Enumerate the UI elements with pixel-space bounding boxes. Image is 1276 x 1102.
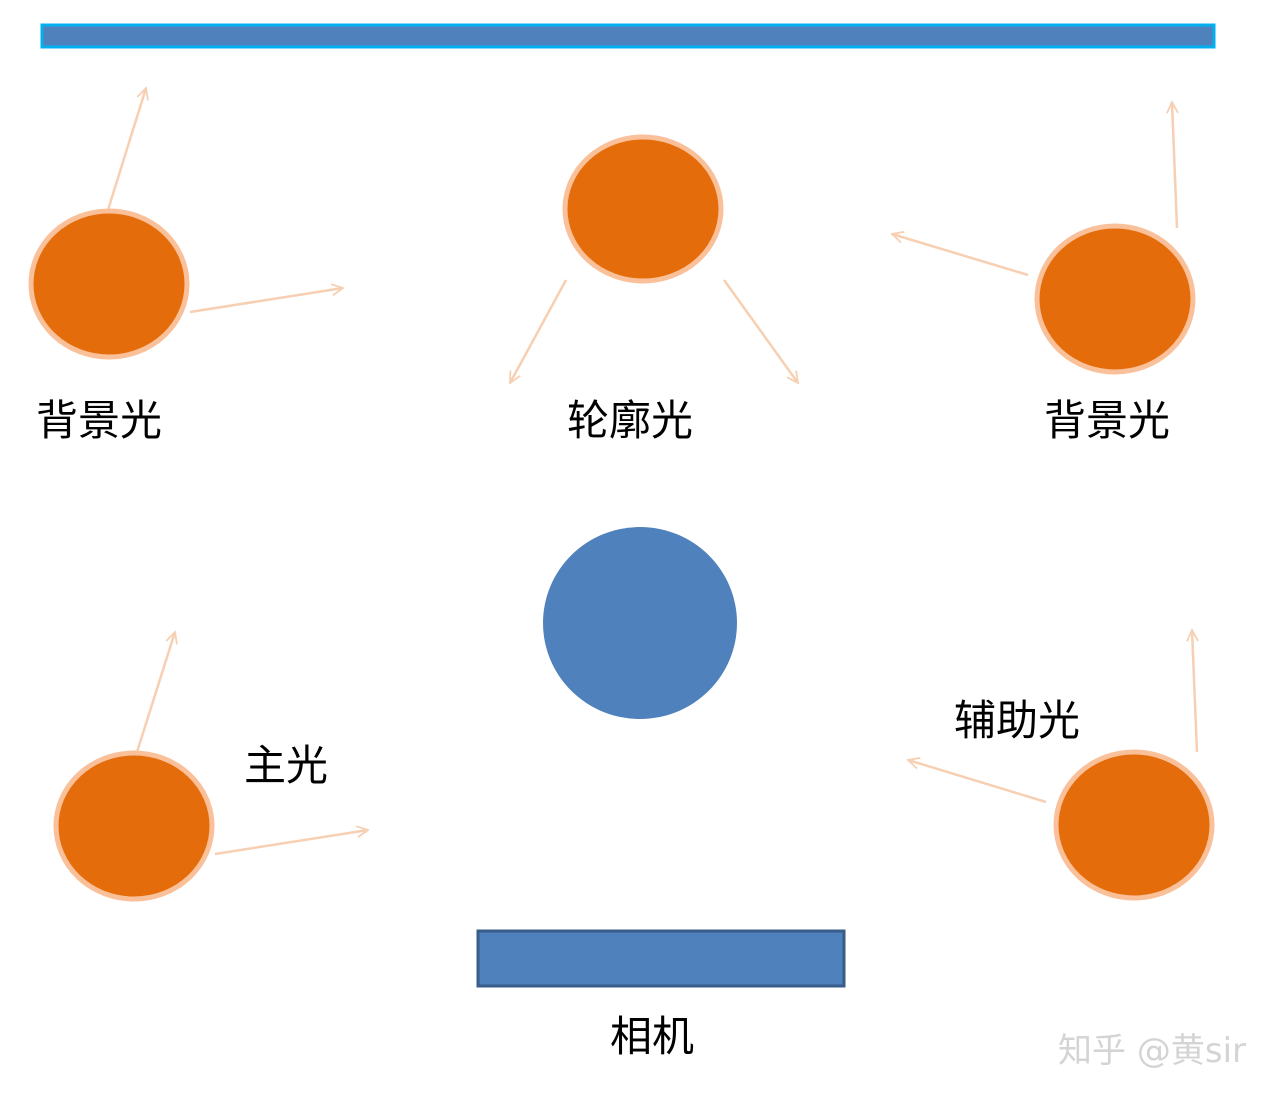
background-light-left [28,208,190,360]
arrow-bg-left-up [106,88,146,211]
key-light-label: 主光 [244,741,329,790]
watermark: 知乎 @黄sir [1058,1031,1246,1071]
arrow-rim-right [722,279,798,383]
arrow-key-right [214,830,368,856]
background-light-right-label: 背景光 [1044,396,1171,445]
fill-light-label: 辅助光 [954,696,1081,745]
rim-light-label: 轮廓光 [567,396,694,445]
arrow-bg-left-right [189,288,343,314]
backdrop [40,23,1216,49]
arrow-bg-right-left [892,234,1029,277]
background-light-left-label: 背景光 [36,396,163,445]
arrow-fill-left [908,760,1047,804]
arrow-bg-right-up [1172,102,1177,229]
camera-label: 相机 [610,1012,695,1061]
light-direction-arrows [106,88,1197,856]
rim-light [562,134,724,284]
arrow-fill-up [1192,630,1197,753]
key-light [53,750,215,902]
arrow-key-up [135,632,175,753]
background-light-right [1034,223,1196,375]
camera [476,929,846,988]
arrow-rim-left [508,279,568,383]
subject [543,527,737,719]
fill-light [1053,749,1215,901]
